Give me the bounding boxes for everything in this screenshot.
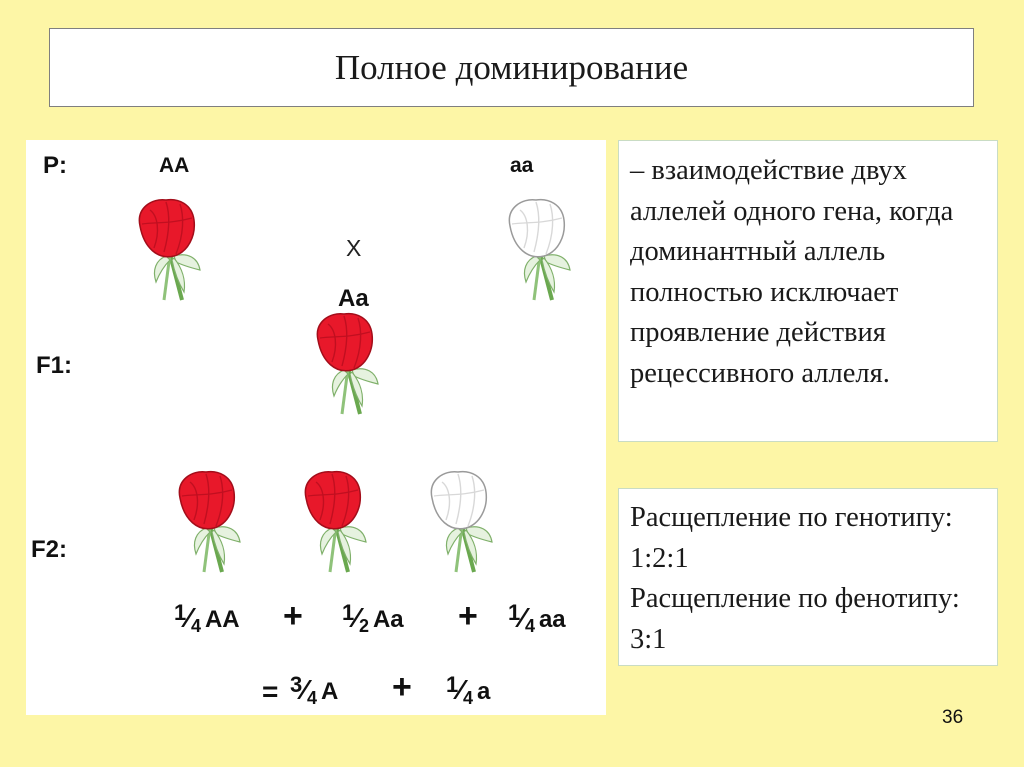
genotype-splitting: Расщепление по генотипу: 1:2:1: [630, 502, 953, 574]
f1-genotype: Aa: [338, 285, 369, 312]
flower-f2-3-icon: [422, 468, 502, 578]
equals-sign: =: [262, 676, 279, 707]
splitting-panel: Расщепление по генотипу: 1:2:1 Расщеплен…: [618, 488, 998, 666]
parent-left-genotype: AA: [159, 154, 190, 177]
label-p: P:: [43, 152, 67, 179]
flower-parent-left-icon: [130, 196, 210, 306]
flower-f2-2-icon: [296, 468, 376, 578]
flower-f1-icon: [308, 310, 388, 420]
slide-title: Полное доминирование: [49, 28, 974, 107]
label-f1: F1:: [36, 352, 72, 379]
plus-sign: +: [283, 597, 303, 635]
label-f2: F2:: [31, 536, 67, 563]
flower-f2-1-icon: [170, 468, 250, 578]
plus-sign: +: [392, 668, 412, 706]
cross-diagram: P: AA aa X Aa F1: F2:: [26, 140, 606, 715]
cross-sign: X: [346, 235, 362, 261]
flower-parent-right-icon: [500, 196, 580, 306]
plus-sign: +: [458, 597, 478, 635]
definition-panel: – взаимодействие двух аллелей одного ген…: [618, 140, 998, 442]
parent-right-genotype: aa: [510, 154, 534, 177]
slide-number: 36: [942, 707, 964, 728]
definition-text: – взаимодействие двух аллелей одного ген…: [630, 155, 954, 389]
phenotype-splitting: Расщепление по фенотипу: 3:1: [630, 583, 960, 655]
